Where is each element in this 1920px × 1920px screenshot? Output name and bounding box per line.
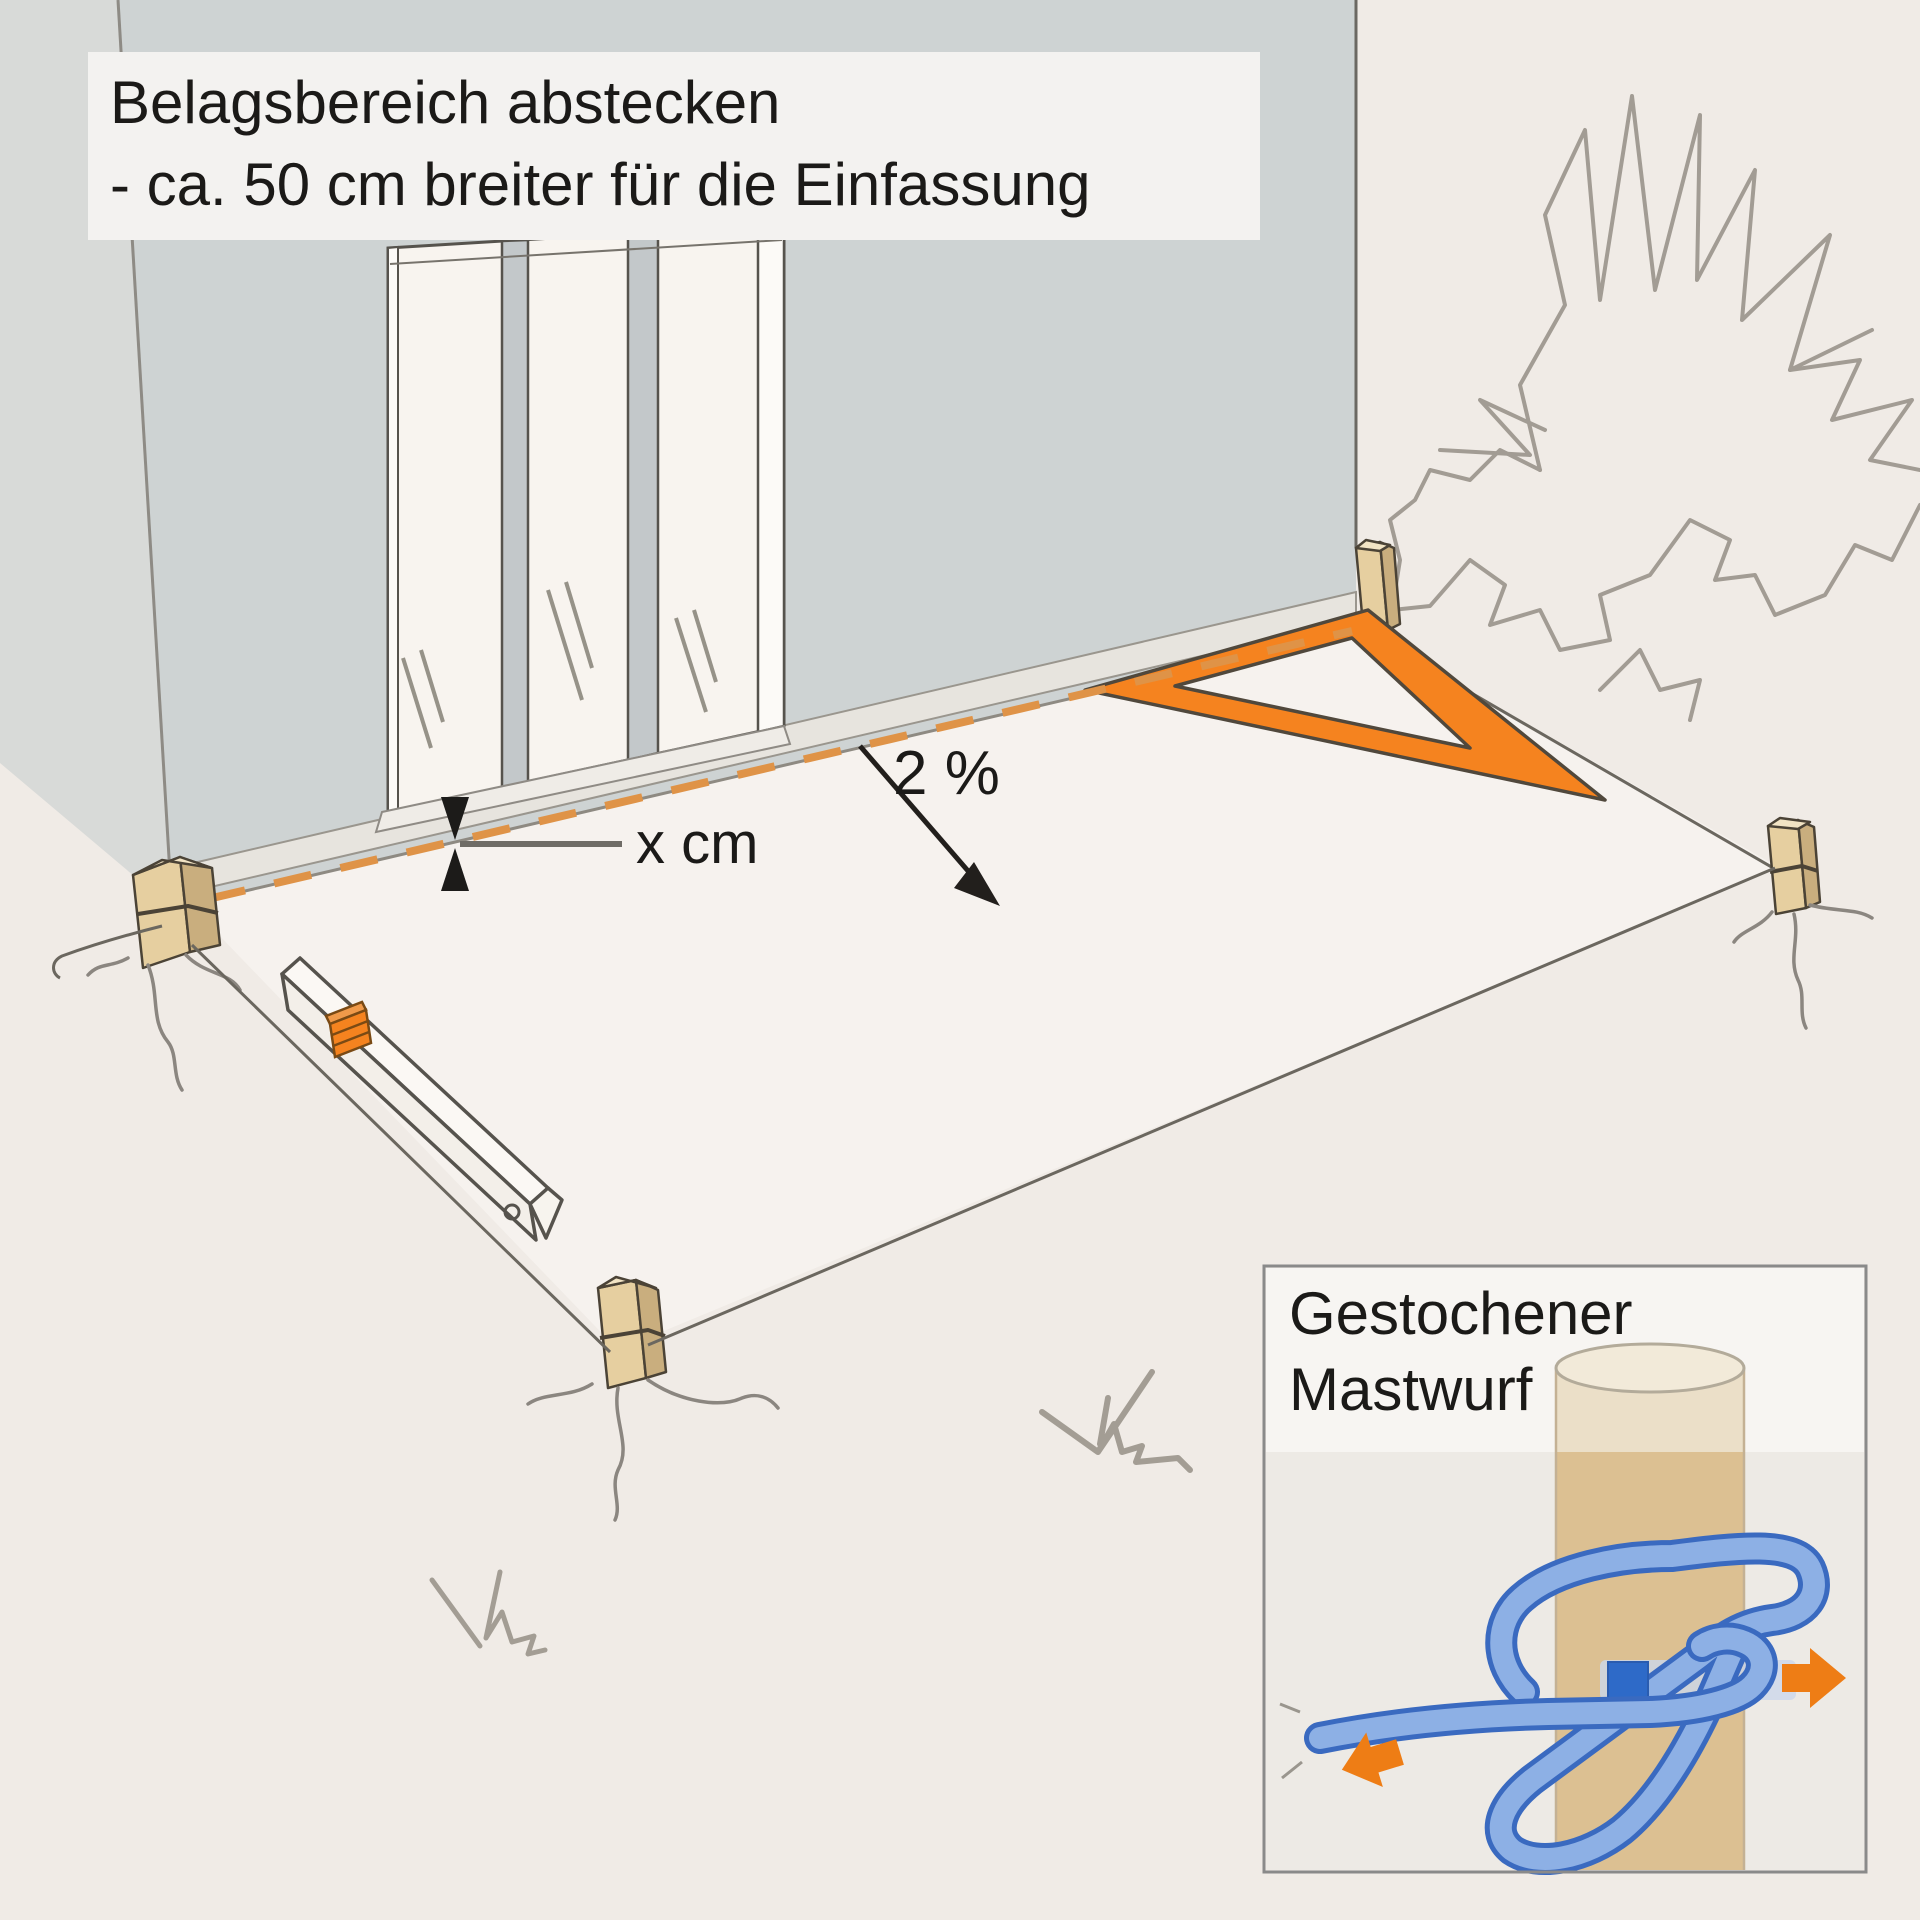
- stake-left: [131, 855, 222, 970]
- line-level: [324, 1000, 373, 1059]
- stake-bottom: [596, 1275, 668, 1390]
- height-label: x cm: [636, 811, 759, 876]
- slope-arrow: [858, 744, 1000, 906]
- door-glass: [386, 222, 786, 814]
- rope-standing-part: [1304, 1622, 1778, 1754]
- paving-area: [190, 628, 1780, 1350]
- beam-hole: [503, 1203, 521, 1221]
- door-mullion: [500, 238, 530, 789]
- string-lines: [52, 866, 1776, 1354]
- speed-square: [1083, 608, 1607, 802]
- marking-dashed-line: [207, 627, 1353, 903]
- title-box: Belagsbereich abstecken - ca. 50 cm brei…: [88, 52, 1260, 240]
- slope-label: 2 %: [893, 739, 1000, 808]
- title-line2: - ca. 50 cm breiter für die Einfassung: [110, 151, 1091, 218]
- door-frame-left: [387, 245, 399, 814]
- door-threshold: [374, 724, 792, 834]
- glass-reflection-marks: [401, 581, 718, 749]
- dimension-marker: [441, 797, 622, 891]
- door-frame-top-line: [389, 239, 783, 265]
- stake-right: [1766, 816, 1822, 916]
- sliding-door: [374, 222, 792, 834]
- pull-arrow-left: [1341, 1732, 1404, 1788]
- rope-tucked-end: [1607, 1661, 1649, 1699]
- inset-border: [1262, 1264, 1868, 1874]
- inset-title-line1: Gestochener: [1289, 1280, 1633, 1347]
- inset-mastwurf: [1262, 1264, 1868, 1876]
- rope-break-marks: [1279, 1702, 1303, 1780]
- door-frame-right: [756, 222, 786, 734]
- pull-arrow-right: [1782, 1648, 1846, 1708]
- inset-title: Gestochener Mastwurf: [1289, 1276, 1633, 1428]
- bush-sketch: [1388, 94, 1920, 722]
- door-mullion: [626, 230, 660, 762]
- title-line1: Belagsbereich abstecken: [110, 69, 781, 136]
- grass-tufts: [429, 1369, 1193, 1657]
- inset-title-line2: Mastwurf: [1289, 1356, 1533, 1423]
- earth-cracks: [86, 903, 1874, 1522]
